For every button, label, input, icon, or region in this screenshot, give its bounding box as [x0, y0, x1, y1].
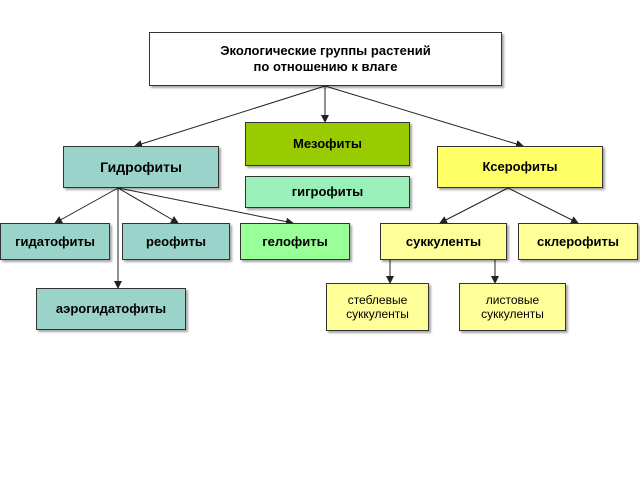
edge-hydrophytes-hydatophytes: [54, 187, 119, 224]
title-text: Экологические группы растений по отношен…: [220, 43, 431, 74]
succulents-label: суккуленты: [405, 233, 482, 249]
hygrophytes-box: гигрофиты: [245, 176, 410, 208]
edge-title-hydrophytes: [134, 85, 326, 148]
hydatophytes-label: гидатофиты: [15, 233, 95, 249]
hygrophytes-label: гигрофиты: [291, 184, 364, 200]
hydrophytes-box: Гидрофиты: [63, 146, 219, 188]
xerophytes-label: Ксерофиты: [482, 159, 558, 175]
rheophytes-label: реофиты: [146, 233, 206, 249]
helophytes-label: гелофиты: [262, 233, 328, 249]
title-box: Экологические группы растений по отношен…: [149, 32, 502, 86]
aerohydatophytes-box: аэрогидатофиты: [36, 288, 186, 330]
stem-succulents-label: стеблевые суккуленты: [346, 292, 409, 321]
aerohydatophytes-label: аэрогидатофиты: [55, 301, 167, 317]
edge-xerophytes-sclerophytes: [507, 187, 579, 224]
succulents-box: суккуленты: [380, 223, 507, 260]
xerophytes-box: Ксерофиты: [437, 146, 603, 188]
edge-title-xerophytes: [324, 85, 524, 148]
edge-hydrophytes-rheophytes: [117, 187, 179, 224]
helophytes-box: гелофиты: [240, 223, 350, 260]
hydatophytes-box: гидатофиты: [0, 223, 110, 260]
sclerophytes-box: склерофиты: [518, 223, 638, 260]
leaf-succulents-box: листовые суккуленты: [459, 283, 566, 331]
mesophytes-box: Мезофиты: [245, 122, 410, 166]
sclerophytes-label: склерофиты: [537, 233, 619, 249]
rheophytes-box: реофиты: [122, 223, 230, 260]
stem-succulents-box: стеблевые суккуленты: [326, 283, 429, 331]
hydrophytes-label: Гидрофиты: [100, 158, 182, 175]
edge-xerophytes-succulents: [439, 187, 509, 224]
mesophytes-label: Мезофиты: [293, 136, 362, 152]
edge-hydrophytes-helophytes: [117, 187, 294, 226]
leaf-succulents-label: листовые суккуленты: [481, 292, 544, 321]
